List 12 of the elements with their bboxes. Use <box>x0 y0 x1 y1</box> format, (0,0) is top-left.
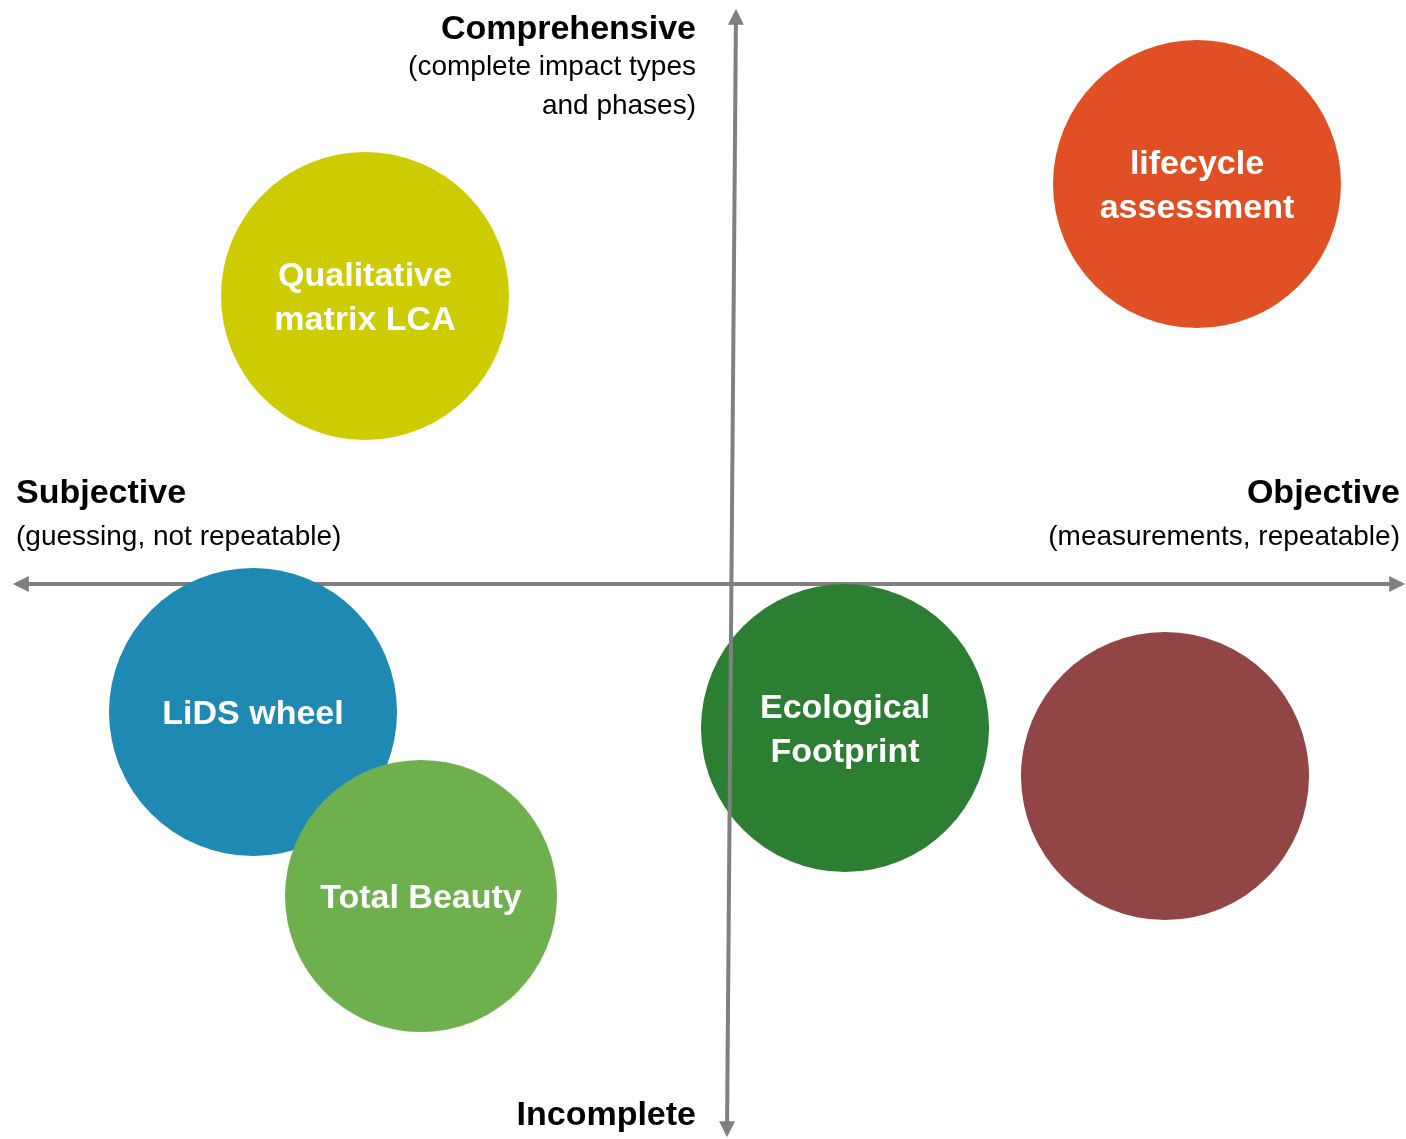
axis-label: Comprehensive <box>440 7 696 48</box>
axis-label: Objective <box>1246 471 1400 512</box>
circle-label: lifecycle assessment <box>1098 141 1296 227</box>
axis-description: (guessing, not repeatable) <box>16 519 342 553</box>
axis-description: (measurements, repeatable) <box>1048 519 1400 553</box>
axis-description: (complete impact types and phases) <box>407 49 696 123</box>
axis-label: Incomplete <box>516 1093 696 1134</box>
circle-label: LiDS wheel <box>161 691 345 733</box>
circle-label: Total Beauty <box>319 875 523 917</box>
circle-label: Ecological Footprint <box>758 685 932 771</box>
axis-label: Subjective <box>16 471 187 512</box>
circle-label: Qualitative matrix LCA <box>273 253 457 339</box>
